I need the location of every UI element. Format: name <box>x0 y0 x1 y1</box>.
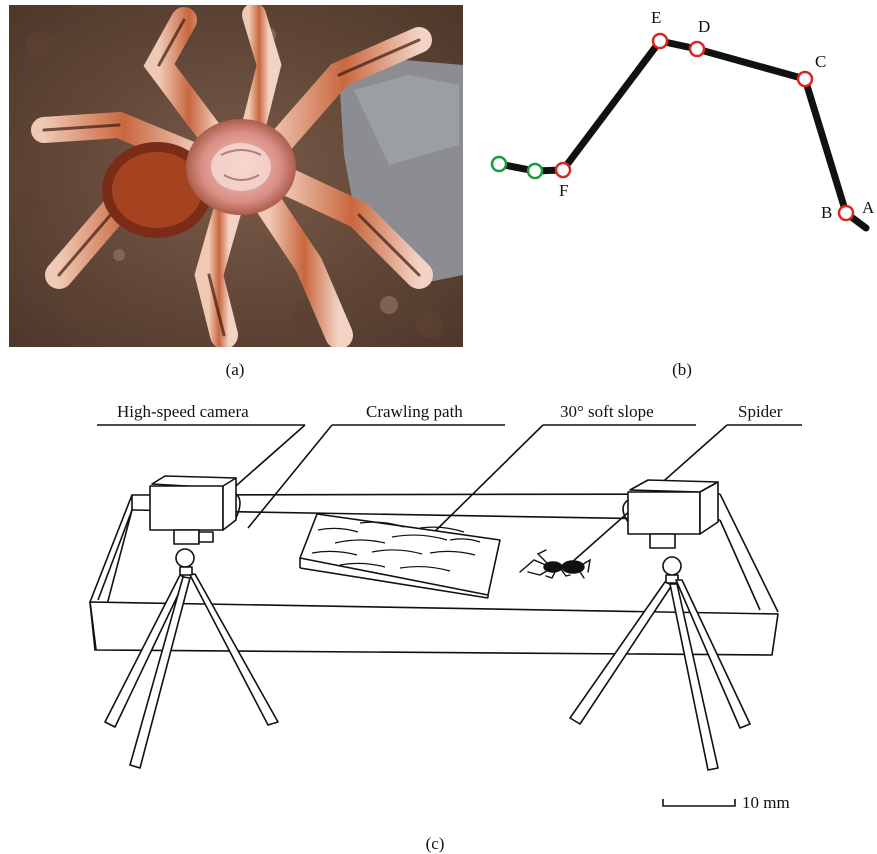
leader-slope <box>420 425 543 546</box>
caption-c: (c) <box>415 834 455 854</box>
caption-b: (b) <box>662 360 702 380</box>
panel-a <box>9 5 463 347</box>
joint-markers <box>492 34 853 220</box>
caption-a: (a) <box>215 360 255 380</box>
spider-photo <box>9 5 463 347</box>
label-spider: Spider <box>738 402 782 422</box>
leader-path <box>248 425 332 528</box>
small-spider <box>520 550 590 578</box>
label-crawling-path: Crawling path <box>366 402 463 422</box>
label-soft-slope: 30° soft slope <box>560 402 654 422</box>
joint-label-b: B <box>821 203 832 223</box>
leader-camera <box>220 425 305 500</box>
joint-e <box>653 34 667 48</box>
joint-label-d: D <box>698 17 710 37</box>
joint-extra-1 <box>492 157 506 171</box>
joint-label-c: C <box>815 52 826 72</box>
scale-bar-line <box>663 799 735 806</box>
scale-bar-label: 10 mm <box>742 793 790 813</box>
joint-extra-2 <box>528 164 542 178</box>
joint-f <box>556 163 570 177</box>
joint-label-a: A <box>862 198 874 218</box>
joint-label-e: E <box>651 8 661 28</box>
leg-segments <box>499 41 866 228</box>
joint-c <box>798 72 812 86</box>
joint-d <box>690 42 704 56</box>
joint-b <box>839 206 853 220</box>
label-high-speed-camera: High-speed camera <box>117 402 249 422</box>
leader-spider <box>571 425 727 563</box>
joint-label-f: F <box>559 181 568 201</box>
